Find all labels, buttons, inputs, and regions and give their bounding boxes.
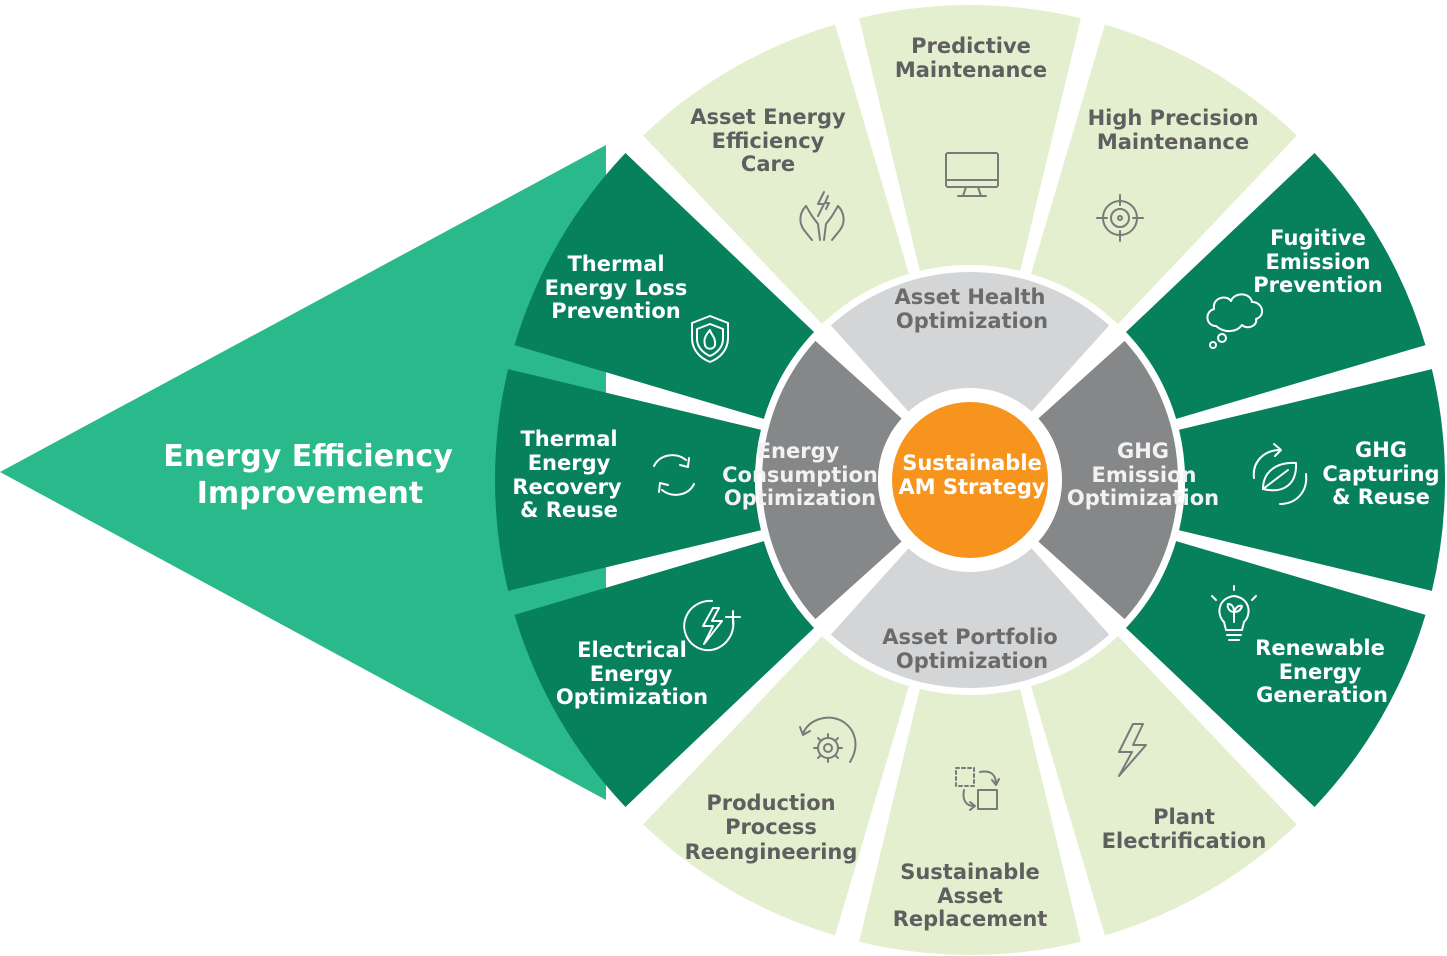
hands-energy-icon <box>799 191 845 241</box>
segment-label-line: Energy Loss <box>545 276 688 300</box>
gear-cycle-icon <box>799 716 857 763</box>
lightning-icon <box>1118 723 1147 777</box>
segment-label-line: Energy <box>528 451 611 475</box>
segment-production-process-reengineering: Production Process Reengineering <box>685 791 858 864</box>
segment-label-line: Energy <box>1279 660 1362 684</box>
segment-label-line: Thermal <box>567 252 664 276</box>
segment-label-line: Electrification <box>1102 829 1267 853</box>
quadrant-bottom-label-line1: Asset Portfolio <box>882 625 1057 649</box>
segment-electrical-energy-optimization: Electrical Energy Optimization <box>556 638 708 709</box>
quadrant-left-label-line3: Optimization <box>724 486 876 510</box>
segment-fugitive-emission-prevention: Fugitive Emission Prevention <box>1253 226 1383 297</box>
segment-label-line: Energy <box>590 662 673 686</box>
segment-label-line: Production <box>706 791 835 815</box>
segment-label-line: Fugitive <box>1270 226 1366 250</box>
segment-label-line: Maintenance <box>1097 130 1249 154</box>
segment-label-line: Emission <box>1266 250 1371 274</box>
segment-label-line: Asset <box>937 884 1003 908</box>
center-circle <box>892 402 1048 558</box>
segment-label-line: Optimization <box>556 685 708 709</box>
segment-label-line: Asset Energy <box>690 105 846 129</box>
segment-label-line: & Reuse <box>520 498 618 522</box>
outer-segment-electrical-energy-optimization <box>514 541 815 807</box>
segment-label-line: Maintenance <box>895 58 1047 82</box>
segment-renewable-energy-generation: Renewable Energy Generation <box>1255 636 1388 707</box>
segment-label-line: Plant <box>1153 805 1215 829</box>
segment-thermal-energy-recovery-reuse: Thermal Energy Recovery & Reuse <box>512 427 622 522</box>
swap-icon <box>955 767 1000 811</box>
segment-sustainable-asset-replacement: Sustainable Asset Replacement <box>893 860 1048 931</box>
segment-label-line: Predictive <box>911 34 1031 58</box>
main-title-line1: Energy Efficiency <box>163 439 453 474</box>
segment-ghg-capturing-reuse: GHG Capturing & Reuse <box>1322 438 1439 509</box>
quadrant-right: GHG Emission Optimization <box>1067 439 1219 510</box>
inner-quadrant-right <box>1038 340 1178 620</box>
center-label-line1: Sustainable <box>902 451 1042 475</box>
segment-label-line: Process <box>725 815 817 839</box>
energy-efficiency-pointer <box>0 145 606 800</box>
outer-segment-asset-energy-efficiency-care <box>643 24 909 325</box>
segment-thermal-energy-loss-prevention: Thermal Energy Loss Prevention <box>545 252 688 323</box>
segment-high-precision-maintenance: High Precision Maintenance <box>1088 106 1259 154</box>
outer-segment-high-precision-maintenance <box>1031 24 1297 325</box>
cloud-icon <box>1206 293 1264 349</box>
outer-segment-fugitive-emission-prevention <box>1125 153 1426 419</box>
segment-label-line: Generation <box>1256 683 1388 707</box>
quadrant-right-label-line1: GHG <box>1117 439 1169 463</box>
segment-label-line: Replacement <box>893 907 1048 931</box>
leaf-cycle-icon <box>1252 443 1308 505</box>
quadrant-top: Asset Health Optimization <box>894 285 1048 333</box>
refresh-icon <box>653 454 695 496</box>
center-label-line2: AM Strategy <box>898 475 1045 499</box>
shield-flame-icon <box>691 315 729 363</box>
outer-segment-plant-electrification <box>1031 635 1297 936</box>
outer-segment-thermal-energy-recovery-reuse <box>495 369 761 591</box>
quadrant-top-label-line2: Optimization <box>896 309 1048 333</box>
segment-label-line: Thermal <box>520 427 617 451</box>
outer-segment-thermal-energy-loss-prevention <box>514 153 815 419</box>
inner-quadrant-left <box>762 340 902 620</box>
segment-label-line: Reengineering <box>685 840 858 864</box>
segment-label-line: Efficiency <box>712 129 825 153</box>
segment-label-line: Prevention <box>1253 273 1383 297</box>
inner-ring <box>762 271 1178 688</box>
segment-label-line: Renewable <box>1255 636 1385 660</box>
outer-segment-renewable-energy-generation <box>1125 541 1426 807</box>
segment-label-line: Electrical <box>577 638 687 662</box>
segment-label-line: Sustainable <box>900 860 1040 884</box>
quadrant-left-label-line2: Consumption <box>722 463 878 487</box>
target-icon <box>1096 194 1144 242</box>
main-title-line2: Improvement <box>197 476 424 511</box>
segment-label-line: Care <box>741 152 795 176</box>
segment-plant-electrification: Plant Electrification <box>1102 805 1267 853</box>
segment-asset-energy-efficiency-care: Asset Energy Efficiency Care <box>690 105 846 176</box>
quadrant-left: Energy Consumption Optimization <box>722 439 878 510</box>
quadrant-right-label-line2: Emission <box>1092 463 1197 487</box>
segment-label-line: Capturing <box>1322 462 1439 486</box>
segment-predictive-maintenance: Predictive Maintenance <box>895 34 1047 82</box>
quadrant-top-label-line1: Asset Health <box>894 285 1045 309</box>
segment-label-line: GHG <box>1355 438 1407 462</box>
segment-label-line: & Reuse <box>1332 485 1430 509</box>
lightbulb-leaf-icon <box>1211 585 1257 641</box>
segment-label-line: Prevention <box>551 299 681 323</box>
quadrant-left-label-line1: Energy <box>757 439 840 463</box>
inner-quadrant-top <box>830 271 1110 412</box>
segment-label-line: High Precision <box>1088 106 1259 130</box>
quadrant-bottom-label-line2: Optimization <box>896 649 1048 673</box>
quadrant-right-label-line3: Optimization <box>1067 486 1219 510</box>
power-plus-icon <box>683 599 741 652</box>
monitor-icon <box>945 152 999 197</box>
outer-segment-sustainable-asset-replacement <box>859 689 1081 955</box>
outer-ring <box>495 4 1445 955</box>
inner-quadrant-bottom <box>830 548 1110 688</box>
quadrant-bottom: Asset Portfolio Optimization <box>882 625 1057 673</box>
outer-segment-predictive-maintenance <box>859 4 1081 271</box>
segment-label-line: Recovery <box>512 475 622 499</box>
outer-segment-ghg-capturing-reuse <box>1179 369 1445 591</box>
outer-segment-production-process-reengineering <box>643 635 909 936</box>
